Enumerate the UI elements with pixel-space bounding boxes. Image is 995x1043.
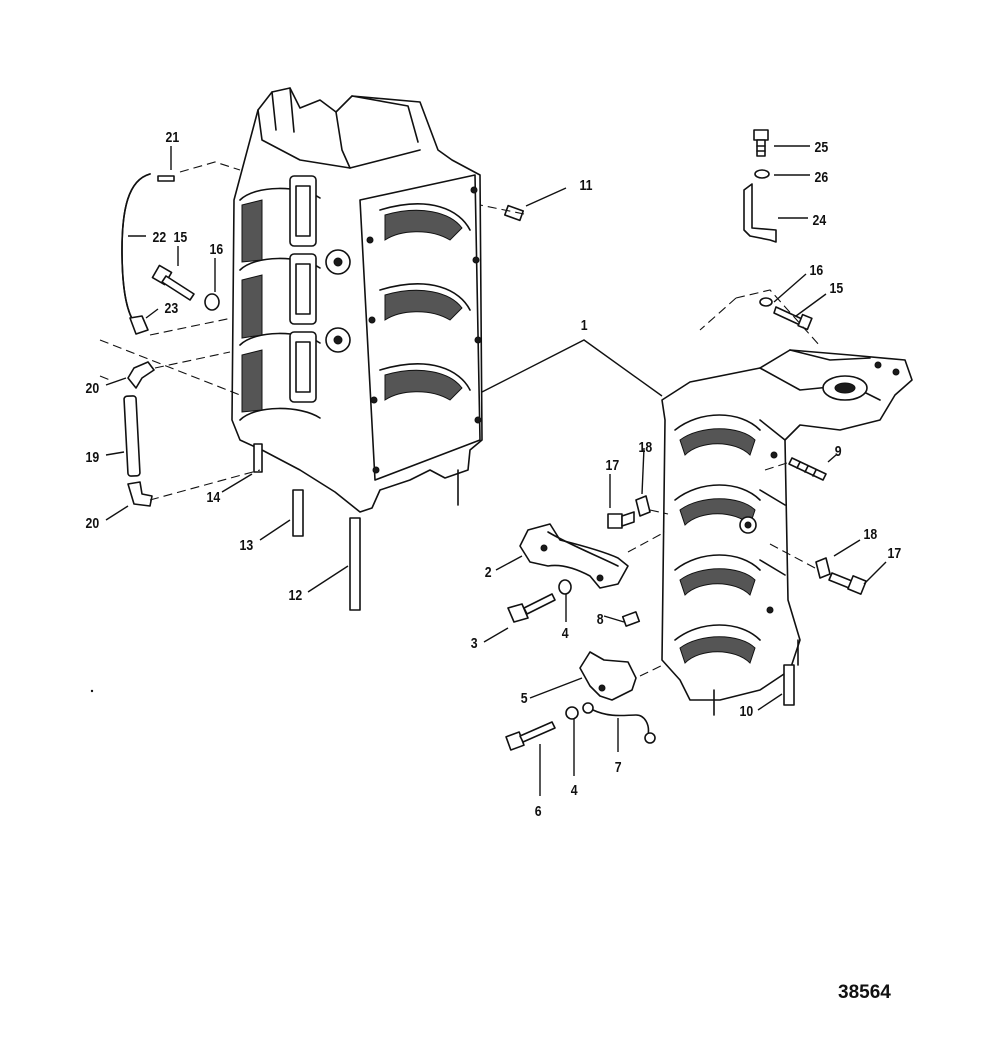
callout-15-right: 15 (830, 280, 844, 296)
callout-1: 1 (581, 317, 588, 333)
callout-6: 6 (535, 803, 542, 819)
callout-9: 9 (835, 443, 842, 459)
callout-5: 5 (521, 690, 528, 706)
callout-22: 22 (153, 229, 167, 245)
callout-4-upper: 4 (562, 625, 569, 641)
part-10-stud (783, 664, 795, 706)
callout-11: 11 (579, 177, 592, 193)
callout-21: 21 (166, 129, 180, 145)
callout-4-lower: 4 (571, 782, 578, 798)
part-16-washer-left (204, 293, 220, 311)
callout-12: 12 (289, 587, 303, 603)
callout-20-lower: 20 (86, 515, 100, 531)
part-15-bolt-left (151, 264, 195, 301)
callout-14: 14 (207, 489, 221, 505)
assembly-lines (99, 161, 821, 677)
callout-labels: 21 22 15 16 23 20 19 20 14 13 12 11 25 2… (86, 129, 902, 819)
callout-23: 23 (165, 300, 179, 316)
part-26-washer (754, 169, 770, 179)
part-18-tab-washer-right (815, 557, 831, 579)
callout-3: 3 (471, 635, 478, 651)
part-16-washer-right (759, 297, 773, 307)
callout-16-left: 16 (210, 241, 224, 257)
part-4-washer-upper (558, 579, 572, 595)
part-6-bolt (505, 721, 556, 751)
callout-25: 25 (815, 139, 829, 155)
part-15-bolt-right (773, 306, 813, 331)
figure-number: 38564 (838, 982, 891, 1003)
callout-16-right: 16 (810, 262, 824, 278)
part-8-dowel (621, 611, 641, 627)
part-4-washer-lower (565, 706, 579, 720)
part-9-stud (788, 457, 827, 481)
callout-15-left: 15 (174, 229, 188, 245)
part-21-screw (157, 175, 175, 182)
callout-10: 10 (740, 703, 754, 719)
callout-19: 19 (86, 449, 100, 465)
part-20-elbow-upper (127, 361, 155, 389)
part-18-tab-washer-center (635, 495, 651, 517)
part-3-bolt (507, 593, 556, 623)
part-2-bearing-cap (519, 523, 629, 589)
part-20-elbow-lower (127, 481, 153, 507)
crankcase-cover (661, 349, 913, 716)
callout-17-right: 17 (888, 545, 902, 561)
part-14-stud (253, 443, 263, 473)
part-23-fitting (129, 315, 149, 335)
callout-20-upper: 20 (86, 380, 100, 396)
cylinder-block (231, 87, 483, 513)
part-25-bolt (753, 129, 769, 157)
part-12-long-stud (349, 517, 361, 611)
callout-18-center: 18 (639, 439, 653, 455)
part-17-bolt-center (607, 511, 635, 529)
part-13-stud (292, 489, 304, 537)
part-7-ground-wire (582, 702, 656, 744)
callout-13: 13 (240, 537, 254, 553)
leader-lines (105, 145, 887, 796)
part-19-hose (123, 395, 141, 477)
callout-2: 2 (485, 564, 492, 580)
callout-17-center: 17 (606, 457, 620, 473)
stray-dot (90, 689, 94, 693)
part-5-bearing-cap-lower (579, 651, 637, 701)
part-24-bracket (743, 183, 777, 243)
callout-8: 8 (597, 611, 604, 627)
callout-7: 7 (615, 759, 622, 775)
callout-24: 24 (813, 212, 827, 228)
part-17-bolt-right (828, 572, 867, 595)
callout-26: 26 (815, 169, 829, 185)
callout-18-right: 18 (864, 526, 878, 542)
